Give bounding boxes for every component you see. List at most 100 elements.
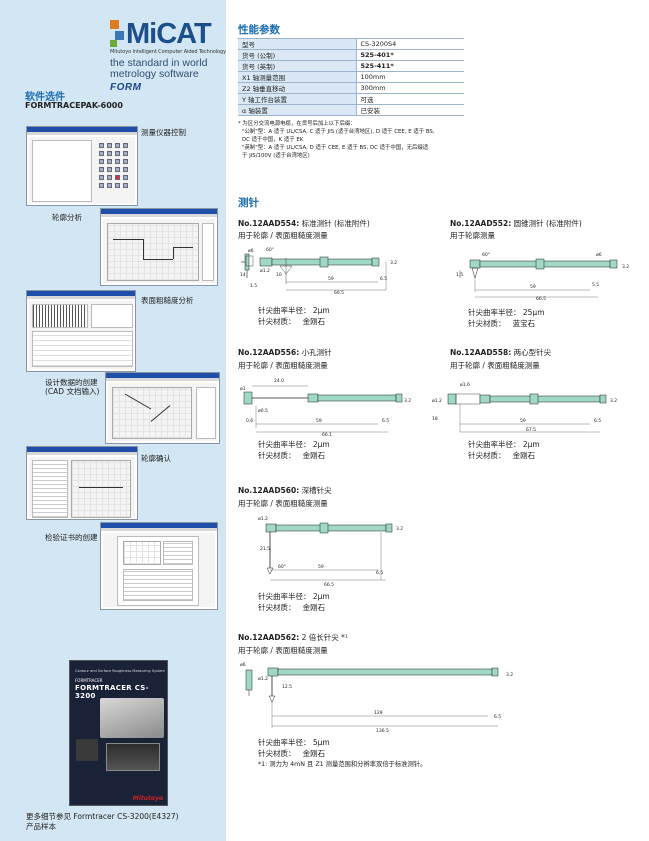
svg-text:0.6: 0.6 <box>246 418 253 424</box>
probe-558-radius: 针尖曲率半径： 2μm <box>468 440 540 449</box>
svg-text:6.5: 6.5 <box>382 418 389 424</box>
probe-552-drawing: 60° 1.5 59 66.5 5.5 3.2 ø6 <box>456 252 629 302</box>
software-name: FORMTRACEPAK-6000 <box>25 101 123 110</box>
caption-cad-input: (CAD 文档输入) <box>45 387 100 396</box>
svg-text:136.5: 136.5 <box>376 728 389 734</box>
probe-562-material: 针尖材质： 金刚石 <box>258 749 326 758</box>
svg-text:ø1.6: ø1.6 <box>460 382 470 388</box>
svg-text:3.2: 3.2 <box>390 260 397 266</box>
svg-text:ø1.2: ø1.2 <box>258 676 268 682</box>
svg-text:129: 129 <box>374 710 383 716</box>
probe-562-heading: No.12AAD562: 2 倍长针尖 *¹ <box>238 633 348 642</box>
svg-text:3.2: 3.2 <box>610 398 617 404</box>
screenshot-design-data <box>105 372 220 444</box>
caption-inspection-certificate: 检验证书的创建 <box>45 533 98 542</box>
probe-560-drawing: ø1.2 21.5 60° 59 66.5 6.5 3.2 <box>258 516 403 588</box>
probe-554-radius: 针尖曲率半径： 2μm <box>258 306 330 315</box>
svg-text:12.5: 12.5 <box>282 684 292 690</box>
svg-text:5.5: 5.5 <box>592 282 599 288</box>
probe-562-use: 用于轮廓 / 表面粗糙度测量 <box>238 646 328 655</box>
brochure-controller-image <box>106 743 160 771</box>
svg-text:59: 59 <box>328 276 334 282</box>
svg-text:21.5: 21.5 <box>260 546 270 552</box>
logo-form: FORM <box>110 82 142 93</box>
svg-text:1.5: 1.5 <box>250 283 257 289</box>
spec-note-3: DC 适于中国，K 适于 EK <box>242 137 304 143</box>
probe-562-drawing: ø1.2 12.5 129 136.5 6.5 3.2 ø6 <box>240 662 513 734</box>
probe-552-heading: No.12AAD552: 圆锥测针 (标准附件) <box>450 219 582 228</box>
probe-556-material: 针尖材质： 金刚石 <box>258 451 326 460</box>
brochure-brand: Mitutoyo <box>132 795 163 802</box>
probe-556-radius: 针尖曲率半径： 2μm <box>258 440 330 449</box>
svg-text:3.2: 3.2 <box>404 398 411 404</box>
svg-text:ø1.2: ø1.2 <box>260 268 270 274</box>
caption-roughness-analysis: 表面粗糙度分析 <box>141 296 194 305</box>
probe-554-material: 针尖材质： 金刚石 <box>258 317 326 326</box>
probe-556-heading: No.12AAD556: 小孔测针 <box>238 348 332 357</box>
brochure-cover: Contour and Surface Roughness Measuring … <box>69 660 168 806</box>
svg-text:10: 10 <box>276 272 282 278</box>
svg-text:6.5: 6.5 <box>380 276 387 282</box>
screenshot-roughness-analysis <box>26 290 136 372</box>
probe-552-radius: 针尖曲率半径： 25μm <box>468 308 545 317</box>
micat-logo-icon <box>110 20 124 48</box>
screenshot-contour-check <box>26 446 138 520</box>
probe-554-drawing: 60° ø1.2 10 59 66.5 6.5 3.2 1.5 ø6 14 <box>240 247 397 296</box>
screenshot-instrument-control <box>26 126 138 206</box>
brochure-caption-1: 更多细节参见 Formtracer CS-3200(E4327) <box>26 812 179 821</box>
probes-title: 测针 <box>238 197 259 209</box>
brochure-caption-2: 产品样本 <box>26 822 56 831</box>
svg-text:ø1: ø1 <box>240 386 246 392</box>
svg-text:59: 59 <box>530 284 536 290</box>
table-row: Y 轴工作台装置可选 <box>238 93 464 105</box>
table-row: α 轴装置已安装 <box>238 104 464 116</box>
svg-text:67.5: 67.5 <box>526 427 536 433</box>
svg-text:6.5: 6.5 <box>376 570 383 576</box>
micat-logo: MiCAT Mitutoyo Intelligent Computer Aide… <box>110 18 226 93</box>
svg-text:14: 14 <box>240 272 246 278</box>
probe-562-radius: 针尖曲率半径： 5μm <box>258 738 330 747</box>
probe-560-heading: No.12AAD560: 深槽针尖 <box>238 486 332 495</box>
svg-text:66.5: 66.5 <box>324 582 334 588</box>
svg-text:59: 59 <box>318 564 324 570</box>
svg-text:18: 18 <box>432 416 438 422</box>
caption-design-data: 设计数据的创建 <box>45 378 98 387</box>
logo-tagline-1: the standard in world <box>110 57 208 69</box>
svg-text:59: 59 <box>316 418 322 424</box>
probe-560-use: 用于轮廓 / 表面粗糙度测量 <box>238 499 328 508</box>
probe-footnote: *1: 测力为 4mN 且 Z1 测量范围和分辨率双倍于标准测针。 <box>258 761 427 768</box>
brochure-product-image <box>100 698 164 738</box>
spec-title: 性能参数 <box>238 24 280 36</box>
logo-wordmark: MiCAT <box>126 18 212 50</box>
probe-558-use: 用于轮廓 / 表面粗糙度测量 <box>450 361 540 370</box>
logo-subtitle: Mitutoyo Intelligent Computer Aided Tech… <box>110 49 226 55</box>
probe-558-drawing: ø1.2 18 59 67.5 6.5 3.2 ø1.6 <box>432 382 617 433</box>
probe-556-use: 用于轮廓 / 表面粗糙度测量 <box>238 361 328 370</box>
svg-text:24.0: 24.0 <box>274 378 284 384</box>
caption-contour-check: 轮廓确认 <box>141 454 171 463</box>
screenshot-contour-analysis <box>100 208 218 286</box>
probe-560-radius: 针尖曲率半径： 2μm <box>258 592 330 601</box>
spec-note-4: "英制"型：A 适于 UL/CSA, D 适于 CEE, E 适于 BS, DC… <box>242 145 429 151</box>
svg-text:59: 59 <box>520 418 526 424</box>
table-row: 货号 (英制)525-411* <box>238 60 464 72</box>
probe-558-material: 针尖材质： 金刚石 <box>468 451 536 460</box>
probe-554-heading: No.12AAD554: 标准测针 (标准附件) <box>238 219 370 228</box>
svg-text:ø1.2: ø1.2 <box>432 398 442 404</box>
table-row: 货号 (公制)525-401* <box>238 49 464 61</box>
svg-text:66.1: 66.1 <box>322 432 332 438</box>
spec-note-5: 于 JIS/100V (适于台湾地区) <box>242 153 310 159</box>
caption-contour-analysis: 轮廓分析 <box>52 213 82 222</box>
svg-text:60°: 60° <box>278 564 286 570</box>
screenshot-inspection-certificate <box>100 522 218 610</box>
svg-text:3.2: 3.2 <box>622 264 629 270</box>
svg-text:3.2: 3.2 <box>506 672 513 678</box>
svg-text:6.5: 6.5 <box>594 418 601 424</box>
svg-text:6.5: 6.5 <box>494 714 501 720</box>
spec-note-1: * 为区分交流电源电缆，在货号后加上以下后缀： <box>238 121 356 127</box>
svg-text:ø1.2: ø1.2 <box>258 516 268 522</box>
